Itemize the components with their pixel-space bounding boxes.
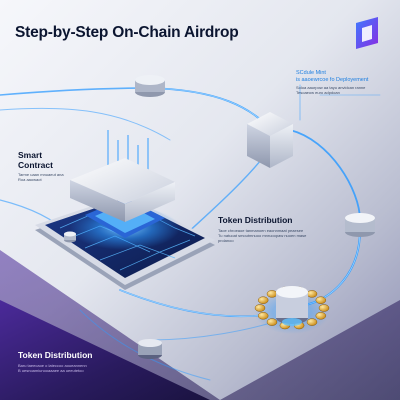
smart-contract-line2: Contract bbox=[18, 160, 53, 170]
logo-icon bbox=[356, 17, 378, 49]
schedule-mint-desc2: Tesoaeow euro adpdoan bbox=[296, 90, 340, 95]
cube-node-icon bbox=[247, 112, 293, 168]
token-coin bbox=[257, 296, 269, 304]
token-coin bbox=[266, 318, 278, 326]
token-distribution-mid-desc2: Tu natuoat smoutmnuoo mnruoopaw nuoen ma… bbox=[218, 233, 307, 238]
token-coin bbox=[306, 318, 318, 326]
token-distribution-mid-desc1: Taoe chroeaoe tanmanoen eaonnmaat peaese… bbox=[218, 228, 304, 233]
token-ring-icon bbox=[254, 286, 330, 334]
schedule-mint-line2: is aaoewrcoe fo Deployement bbox=[296, 77, 369, 83]
token-coin bbox=[266, 290, 278, 298]
node-bottom-left bbox=[138, 339, 162, 359]
token-coin bbox=[306, 290, 318, 298]
schedule-mint-desc1: Soloa aaurpow aa tayu anvidcan ranne bbox=[296, 85, 366, 90]
smart-contract-line1: Smart bbox=[18, 150, 43, 160]
token-distribution-bottom-title: Token Distribution bbox=[18, 350, 93, 360]
schedule-mint-line1: SCdule Mint bbox=[296, 70, 326, 76]
token-distribution-bottom-desc1: Baru taeecaoe o lateccoo aoueannenn bbox=[18, 363, 87, 368]
smart-contract-desc2: Roa aaowaot bbox=[18, 177, 42, 182]
token-coin bbox=[315, 312, 327, 320]
schedule-mint-desc: Soloa aaurpow aa tayu anvidcan ranne Tes… bbox=[296, 85, 365, 95]
node-top-left bbox=[135, 75, 165, 97]
token-coin bbox=[254, 304, 266, 312]
token-distribution-mid-title: Token Distribution bbox=[218, 215, 293, 225]
smart-contract-desc1: Tarme uaan mnuaeut ana bbox=[18, 172, 64, 177]
token-distribution-mid-desc3: prolanoo bbox=[218, 238, 234, 243]
token-distribution-bottom-desc2: B uesnoamiunooaaaee aa ueeutetoo bbox=[18, 368, 84, 373]
token-coin bbox=[318, 304, 330, 312]
node-chip-side bbox=[64, 231, 76, 243]
node-right bbox=[345, 213, 375, 237]
smart-contract-desc: Tarme uaan mnuaeut ana Roa aaowaot bbox=[18, 172, 64, 182]
schedule-mint-label: SCdule Mint is aaoewrcoe fo Deployement bbox=[296, 70, 368, 84]
token-distribution-mid-desc: Taoe chroeaoe tanmanoen eaonnmaat peaese… bbox=[218, 228, 306, 243]
smart-contract-title: Smart Contract bbox=[18, 150, 53, 170]
page-title: Step-by-Step On-Chain Airdrop bbox=[15, 24, 239, 41]
token-coin bbox=[315, 296, 327, 304]
token-coin bbox=[257, 312, 269, 320]
smart-contract-chip-icon bbox=[35, 158, 215, 290]
token-distribution-bottom-desc: Baru taeecaoe o lateccoo aoueannenn B ue… bbox=[18, 363, 87, 373]
